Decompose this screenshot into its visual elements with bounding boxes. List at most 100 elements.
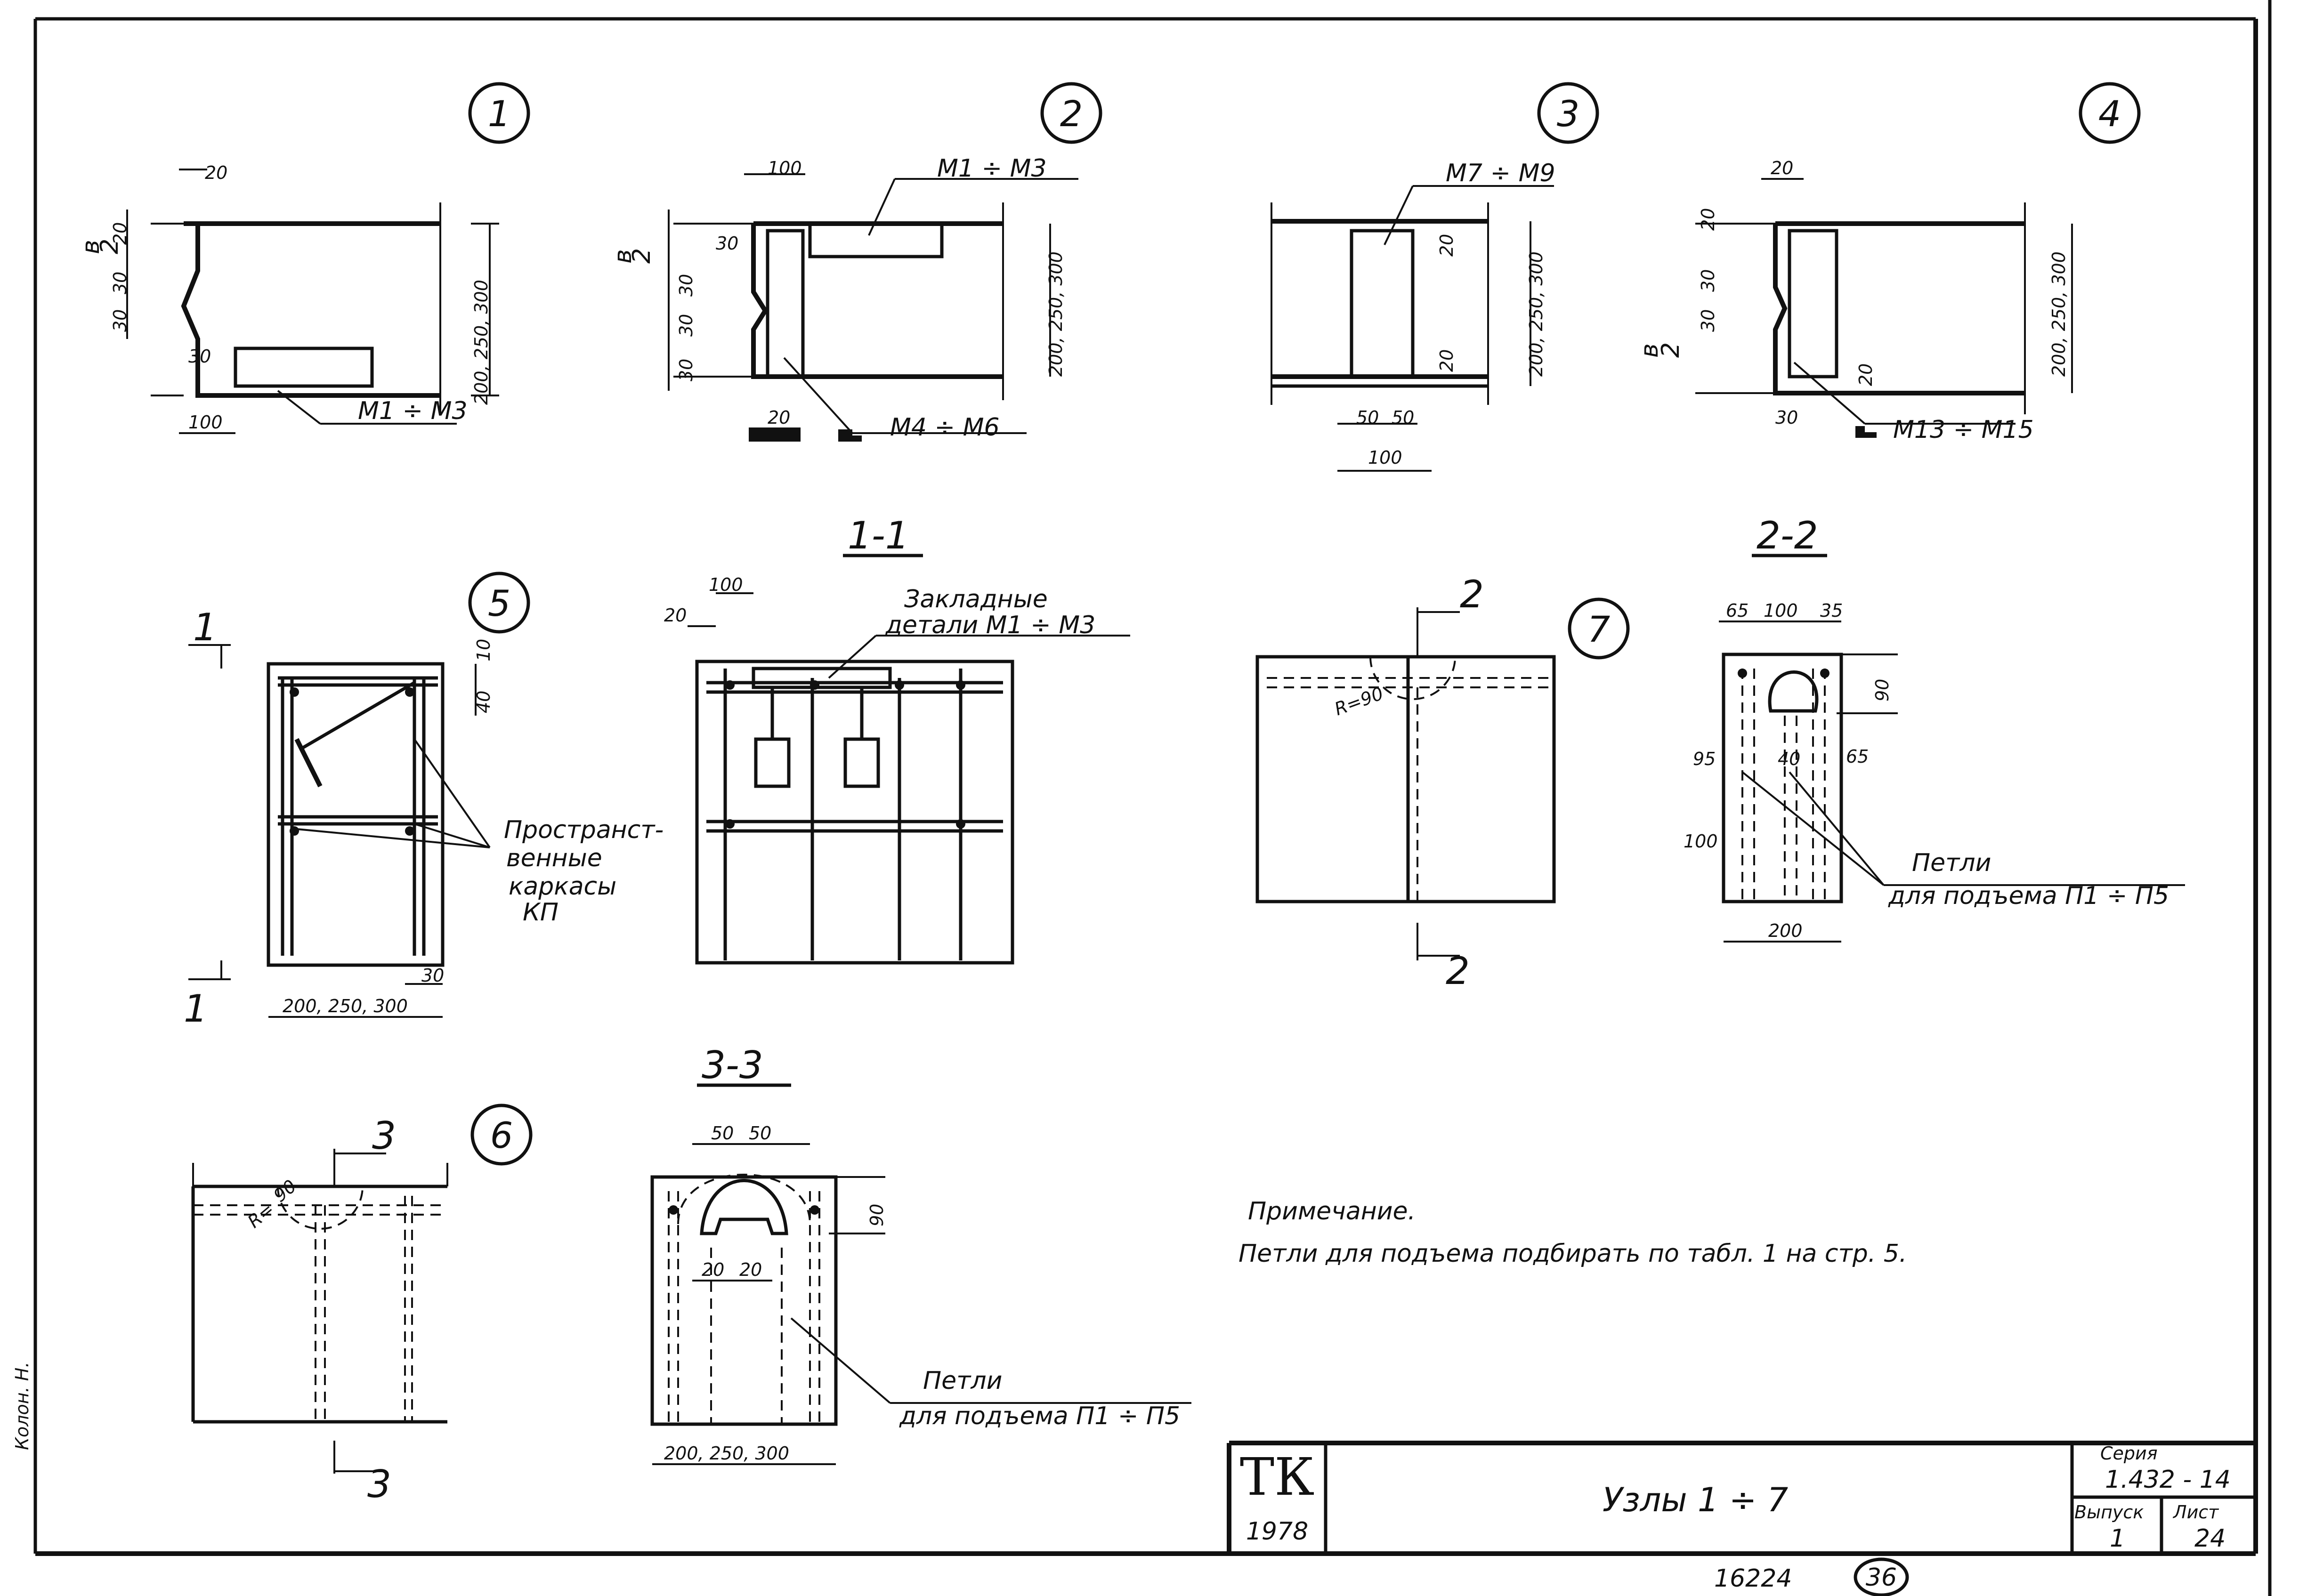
dim-n4-e: 20 xyxy=(1855,363,1876,386)
dim-n4-c: 30 xyxy=(1698,269,1718,292)
embed-label-line2: детали М1 ÷ М3 xyxy=(885,611,1095,639)
dim-n3-g: 200, 250, 300 xyxy=(1526,251,1546,377)
dim-n3-e: 100 xyxy=(1368,447,1402,468)
dim-s22-c: 35 xyxy=(1820,600,1843,621)
loops-label-22-line1: Петли xyxy=(1912,849,1991,877)
dim-n2-c: 30 xyxy=(676,274,696,297)
node-5: 5 1 1 10 40 30 200, 250, 300 Пространст-… xyxy=(184,572,664,1031)
dim-n2-a: 100 xyxy=(768,158,802,178)
dim-s22-b: 100 xyxy=(1764,600,1798,621)
section-1-1-title: 1-1 xyxy=(848,514,909,557)
dim-n6-a: 90 xyxy=(270,1176,300,1206)
half-n1-top: в xyxy=(77,240,105,254)
dim-s22-d: 90 xyxy=(1872,679,1893,701)
dim-n2-g: 200, 250, 300 xyxy=(1045,251,1066,377)
node-5-number: 5 xyxy=(488,582,510,624)
dim-n5-b: 40 xyxy=(473,691,494,713)
tk-logo: ТК xyxy=(1240,1447,1315,1507)
cut-mark-3-bot: 3 xyxy=(367,1462,391,1506)
cut-mark-1-top: 1 xyxy=(193,605,217,649)
node-1: 1 20 20 30 30 30 100 200, 250, 300 в 2 М… xyxy=(77,82,530,434)
loops-label-33-line1: Петли xyxy=(923,1367,1002,1395)
archive-circle xyxy=(1854,1557,1909,1596)
dim-s11-a: 100 xyxy=(709,574,743,595)
issue-value: 1 xyxy=(2110,1524,2125,1553)
dim-n5-a: 10 xyxy=(473,639,494,661)
loops-label-22-line2: для подъема П1 ÷ П5 xyxy=(1888,882,2169,910)
embed-label-line1: Закладные xyxy=(904,585,1048,613)
note-title: Примечание. xyxy=(1248,1197,1416,1225)
dim-s22-w: 200 xyxy=(1768,920,1803,941)
dim-n3-d: 50 xyxy=(1392,407,1414,428)
series-value: 1.432 - 14 xyxy=(2105,1466,2231,1494)
dim-s22-h: 100 xyxy=(1684,831,1718,852)
dim-s22-e: 95 xyxy=(1693,749,1716,769)
node-3: 3 50 50 100 20 20 200, 250, 300 М7 ÷ М9 xyxy=(1271,82,1599,472)
section-2-2: 2-2 65 100 35 90 95 40 65 100 200 Петли … xyxy=(1684,514,2185,943)
dim-s33-c: 90 xyxy=(866,1204,887,1226)
node-4-number: 4 xyxy=(2098,93,2121,135)
kp-label-line4: КП xyxy=(523,898,559,927)
dim-s22-f: 40 xyxy=(1778,749,1800,769)
section-2-2-title: 2-2 xyxy=(1757,514,1818,557)
dim-s33-b: 50 xyxy=(749,1123,771,1144)
n3-marker-label: М7 ÷ М9 xyxy=(1446,159,1555,187)
dim-n2-b: 30 xyxy=(716,233,738,254)
n2-marker-bot: М4 ÷ М6 xyxy=(890,413,1000,442)
dim-n4-b: 20 xyxy=(1698,208,1718,231)
dim-n3-b: 20 xyxy=(1436,349,1457,372)
sheet-title: Узлы 1 ÷ 7 xyxy=(1603,1481,1788,1519)
dim-s22-g: 65 xyxy=(1846,746,1869,767)
dim-n4-g: 200, 250, 300 xyxy=(2048,251,2069,377)
section-3-3: 3-3 50 50 90 20 20 200, 250, 300 Петли д… xyxy=(650,1043,1191,1465)
node-3-number: 3 xyxy=(1557,93,1579,135)
margin-note: Колон. Н. xyxy=(12,1362,32,1450)
half-n1-bot: 2 xyxy=(96,239,124,254)
node-6: 6 3 3 R= 90 xyxy=(191,1104,533,1506)
dim-s33-a: 50 xyxy=(711,1123,734,1144)
n2-marker-top: М1 ÷ М3 xyxy=(937,154,1047,183)
half-n2-top: в xyxy=(609,249,637,264)
node-6-marker-circle xyxy=(470,1104,533,1166)
node-3-marker-circle xyxy=(1537,82,1599,144)
dim-n1-e: 30 xyxy=(188,346,211,367)
issue-label: Выпуск xyxy=(2074,1502,2144,1523)
half-n4-top: в xyxy=(1635,343,1664,358)
dim-n1-f: 100 xyxy=(188,412,223,433)
dim-n1-b: 20 xyxy=(110,222,130,245)
dim-n7-r: R=90 xyxy=(1332,683,1386,720)
title-block: ТК 1978 Узлы 1 ÷ 7 Серия 1.432 - 14 Выпу… xyxy=(1227,1441,2256,1554)
sheet-frame xyxy=(33,0,2272,1596)
embed-plate-icon xyxy=(838,429,862,442)
node-2-number: 2 xyxy=(1060,93,1083,135)
archive-code: 16224 xyxy=(1714,1564,1792,1593)
dim-n2-d: 30 xyxy=(676,314,696,337)
node-1-number: 1 xyxy=(488,93,510,135)
embed-plate-icon xyxy=(749,427,801,442)
dim-n1-d: 30 xyxy=(110,309,130,332)
node-6-number: 6 xyxy=(490,1114,513,1156)
dim-s33-e: 20 xyxy=(739,1259,762,1280)
dim-s33-d: 20 xyxy=(702,1259,724,1280)
sheet-label: Лист xyxy=(2172,1502,2219,1523)
series-label: Серия xyxy=(2100,1443,2158,1464)
kp-label-line3: каркасы xyxy=(509,872,616,901)
dim-n1-c: 30 xyxy=(110,272,130,294)
kp-label-line1: Пространст- xyxy=(504,816,664,844)
dim-s11-b: 20 xyxy=(664,605,687,626)
kp-label-line2: венные xyxy=(506,844,602,872)
dim-n3-a: 20 xyxy=(1436,234,1457,257)
node-2: 2 100 30 30 30 30 20 200, 250, 300 в 2 М… xyxy=(609,82,1102,442)
dim-n5-c: 30 xyxy=(421,965,444,986)
dim-n1-a: 20 xyxy=(205,162,227,183)
half-n4-bot: 2 xyxy=(1657,342,1685,358)
dim-n4-f: 30 xyxy=(1775,407,1798,428)
node-7-number: 7 xyxy=(1587,608,1610,650)
dim-n5-g: 200, 250, 300 xyxy=(283,996,408,1016)
dim-n4-a: 20 xyxy=(1771,158,1793,178)
node-1-marker-circle xyxy=(468,82,530,144)
node-4: 4 20 20 30 30 20 30 200, 250, 300 в 2 М1… xyxy=(1635,82,2141,444)
dim-n4-d: 30 xyxy=(1698,309,1718,332)
node-5-marker-circle xyxy=(468,572,530,634)
